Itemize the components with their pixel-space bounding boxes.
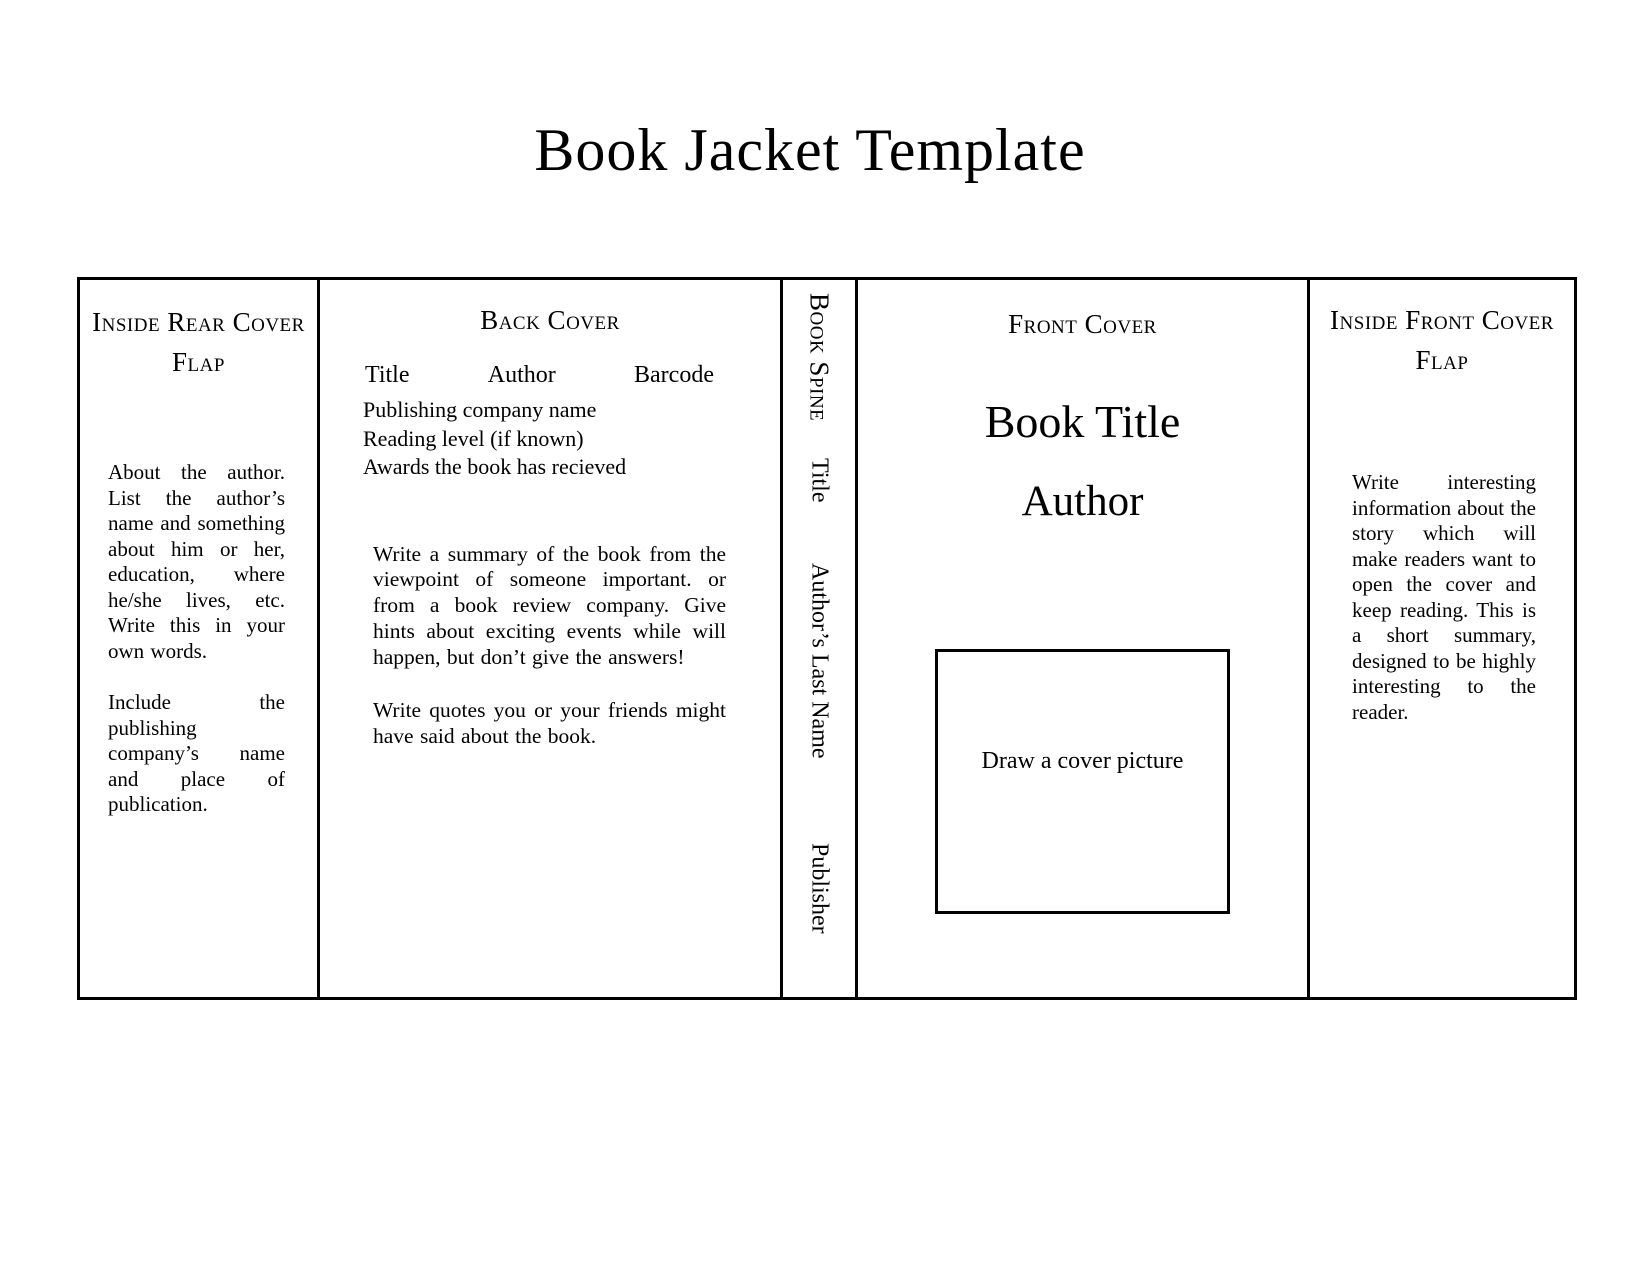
cover-picture-box: Draw a cover picture: [935, 649, 1230, 914]
panel-inside-rear-cover-flap: Inside Rear Cover Flap About the author.…: [80, 280, 320, 997]
back-cover-heading: Back Cover: [480, 305, 620, 335]
page-title: Book Jacket Template: [534, 117, 1086, 183]
back-cover-author-label: Author: [487, 362, 556, 388]
inside-rear-flap-paragraph-1: About the author. List the author’s name…: [108, 460, 285, 663]
back-cover-info-awards: Awards the book has recieved: [363, 454, 627, 479]
panel-inside-front-cover-flap: Inside Front Cover Flap Write interestin…: [1310, 280, 1574, 997]
back-cover-info-lines: Publishing company name Reading level (i…: [320, 396, 780, 482]
back-cover-summary-paragraph: Write a summary of the book from the vie…: [373, 541, 726, 669]
spine-author-last-name-label: Author’s Last Name: [806, 563, 833, 759]
panel-book-spine: Book Spine Title Author’s Last Name Publ…: [783, 280, 858, 997]
inside-rear-flap-heading: Inside Rear Cover Flap: [92, 307, 305, 377]
front-cover-book-title: Book Title: [984, 396, 1181, 447]
jacket-layout: Inside Rear Cover Flap About the author.…: [77, 277, 1577, 1000]
spine-title-label: Title: [806, 458, 833, 503]
back-cover-top-row: Title Author Barcode: [320, 360, 780, 390]
panel-front-cover: Front Cover Book Title Author Draw a cov…: [858, 280, 1310, 997]
back-cover-info-publisher: Publishing company name: [363, 397, 597, 422]
spine-heading: Book Spine: [804, 293, 835, 422]
spine-publisher-label: Publisher: [806, 843, 833, 934]
back-cover-info-reading-level: Reading level (if known): [363, 425, 584, 451]
front-cover-author: Author: [1021, 478, 1144, 525]
panel-back-cover: Back Cover Title Author Barcode Publishi…: [320, 280, 783, 997]
back-cover-quotes-paragraph: Write quotes you or your friends might h…: [373, 698, 726, 749]
back-cover-title-label: Title: [365, 362, 410, 388]
inside-rear-flap-paragraph-2: Include the publishing company’s name an…: [108, 690, 285, 816]
inside-front-flap-heading: Inside Front Cover Flap: [1330, 305, 1554, 375]
cover-picture-placeholder: Draw a cover picture: [981, 748, 1184, 774]
front-cover-heading: Front Cover: [1008, 309, 1157, 339]
inside-front-flap-paragraph: Write interesting information about the …: [1352, 470, 1536, 724]
back-cover-barcode-label: Barcode: [634, 362, 714, 388]
